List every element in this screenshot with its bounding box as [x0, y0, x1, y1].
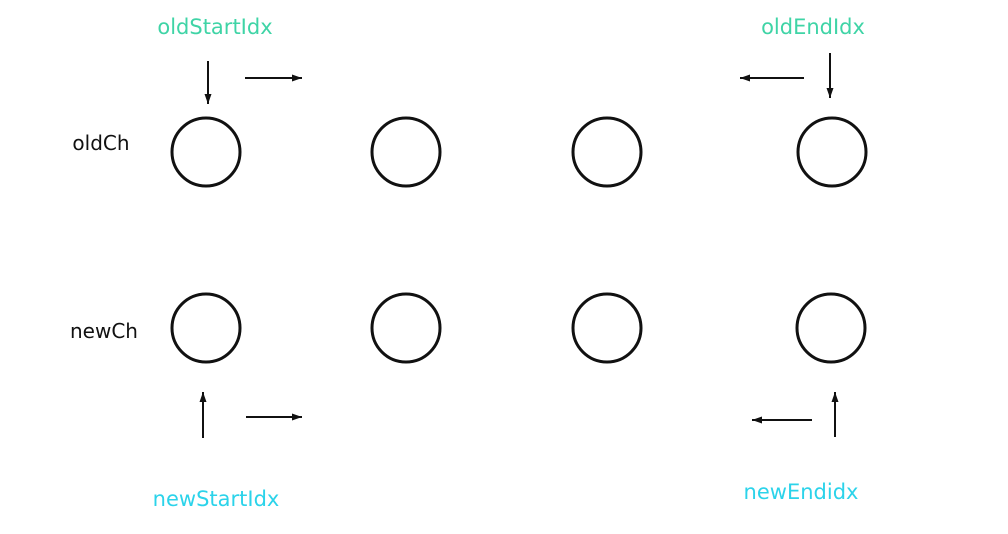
old-children-label: oldCh: [72, 131, 129, 155]
new-node-circle: [370, 292, 442, 364]
new-children-row: [170, 292, 867, 364]
old-node-circle: [170, 116, 242, 188]
new-end-idx-label: newEndidx: [744, 480, 859, 504]
new-node-circle: [795, 292, 867, 364]
new-start-idx-label: newStartIdx: [153, 487, 280, 511]
old-end-idx-label: oldEndIdx: [761, 15, 865, 39]
old-children-row: [170, 116, 868, 188]
new-node-circle: [170, 292, 242, 364]
old-node-circle: [571, 116, 643, 188]
new-node-circle: [571, 292, 643, 364]
old-node-circle: [796, 116, 868, 188]
new-children-label: newCh: [70, 319, 138, 343]
old-start-idx-label: oldStartIdx: [157, 15, 272, 39]
old-node-circle: [370, 116, 442, 188]
